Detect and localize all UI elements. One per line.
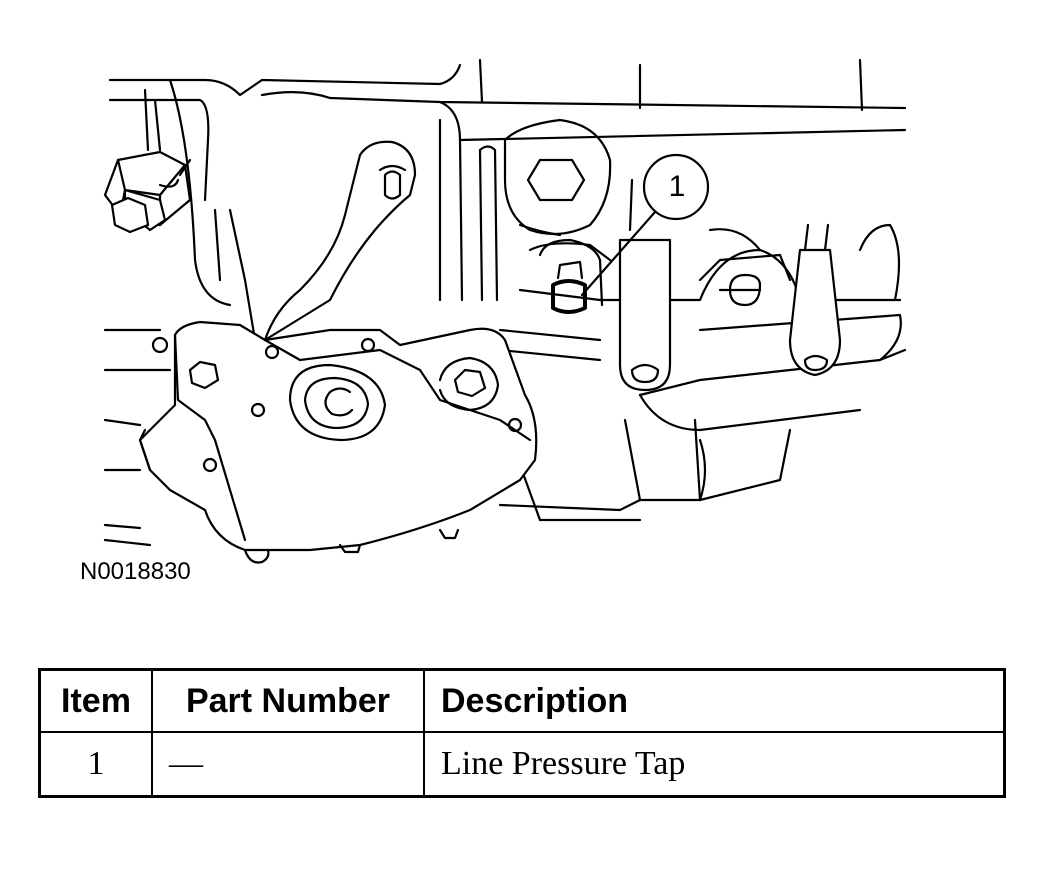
cell-description: Line Pressure Tap [423,731,1006,798]
position-sensor [138,320,538,564]
mounting-bolt [103,150,192,234]
header-description: Description [423,668,1006,733]
header-item: Item [38,668,153,733]
parts-table: Item Part Number Description 1 — Line Pr… [38,668,1006,798]
manual-lever [213,140,417,342]
callout-number-1: 1 [668,170,686,203]
cell-part-number: — [151,731,425,798]
table-header-row: Item Part Number Description [38,668,1006,733]
header-part-number: Part Number [151,668,425,733]
figure-id-label: N0018830 [80,558,191,585]
cell-item: 1 [38,731,153,798]
table-row: 1 — Line Pressure Tap [38,731,1006,798]
callout-1 [580,153,710,297]
transmission-case-outline [103,58,907,547]
transmission-line-drawing [103,58,907,564]
